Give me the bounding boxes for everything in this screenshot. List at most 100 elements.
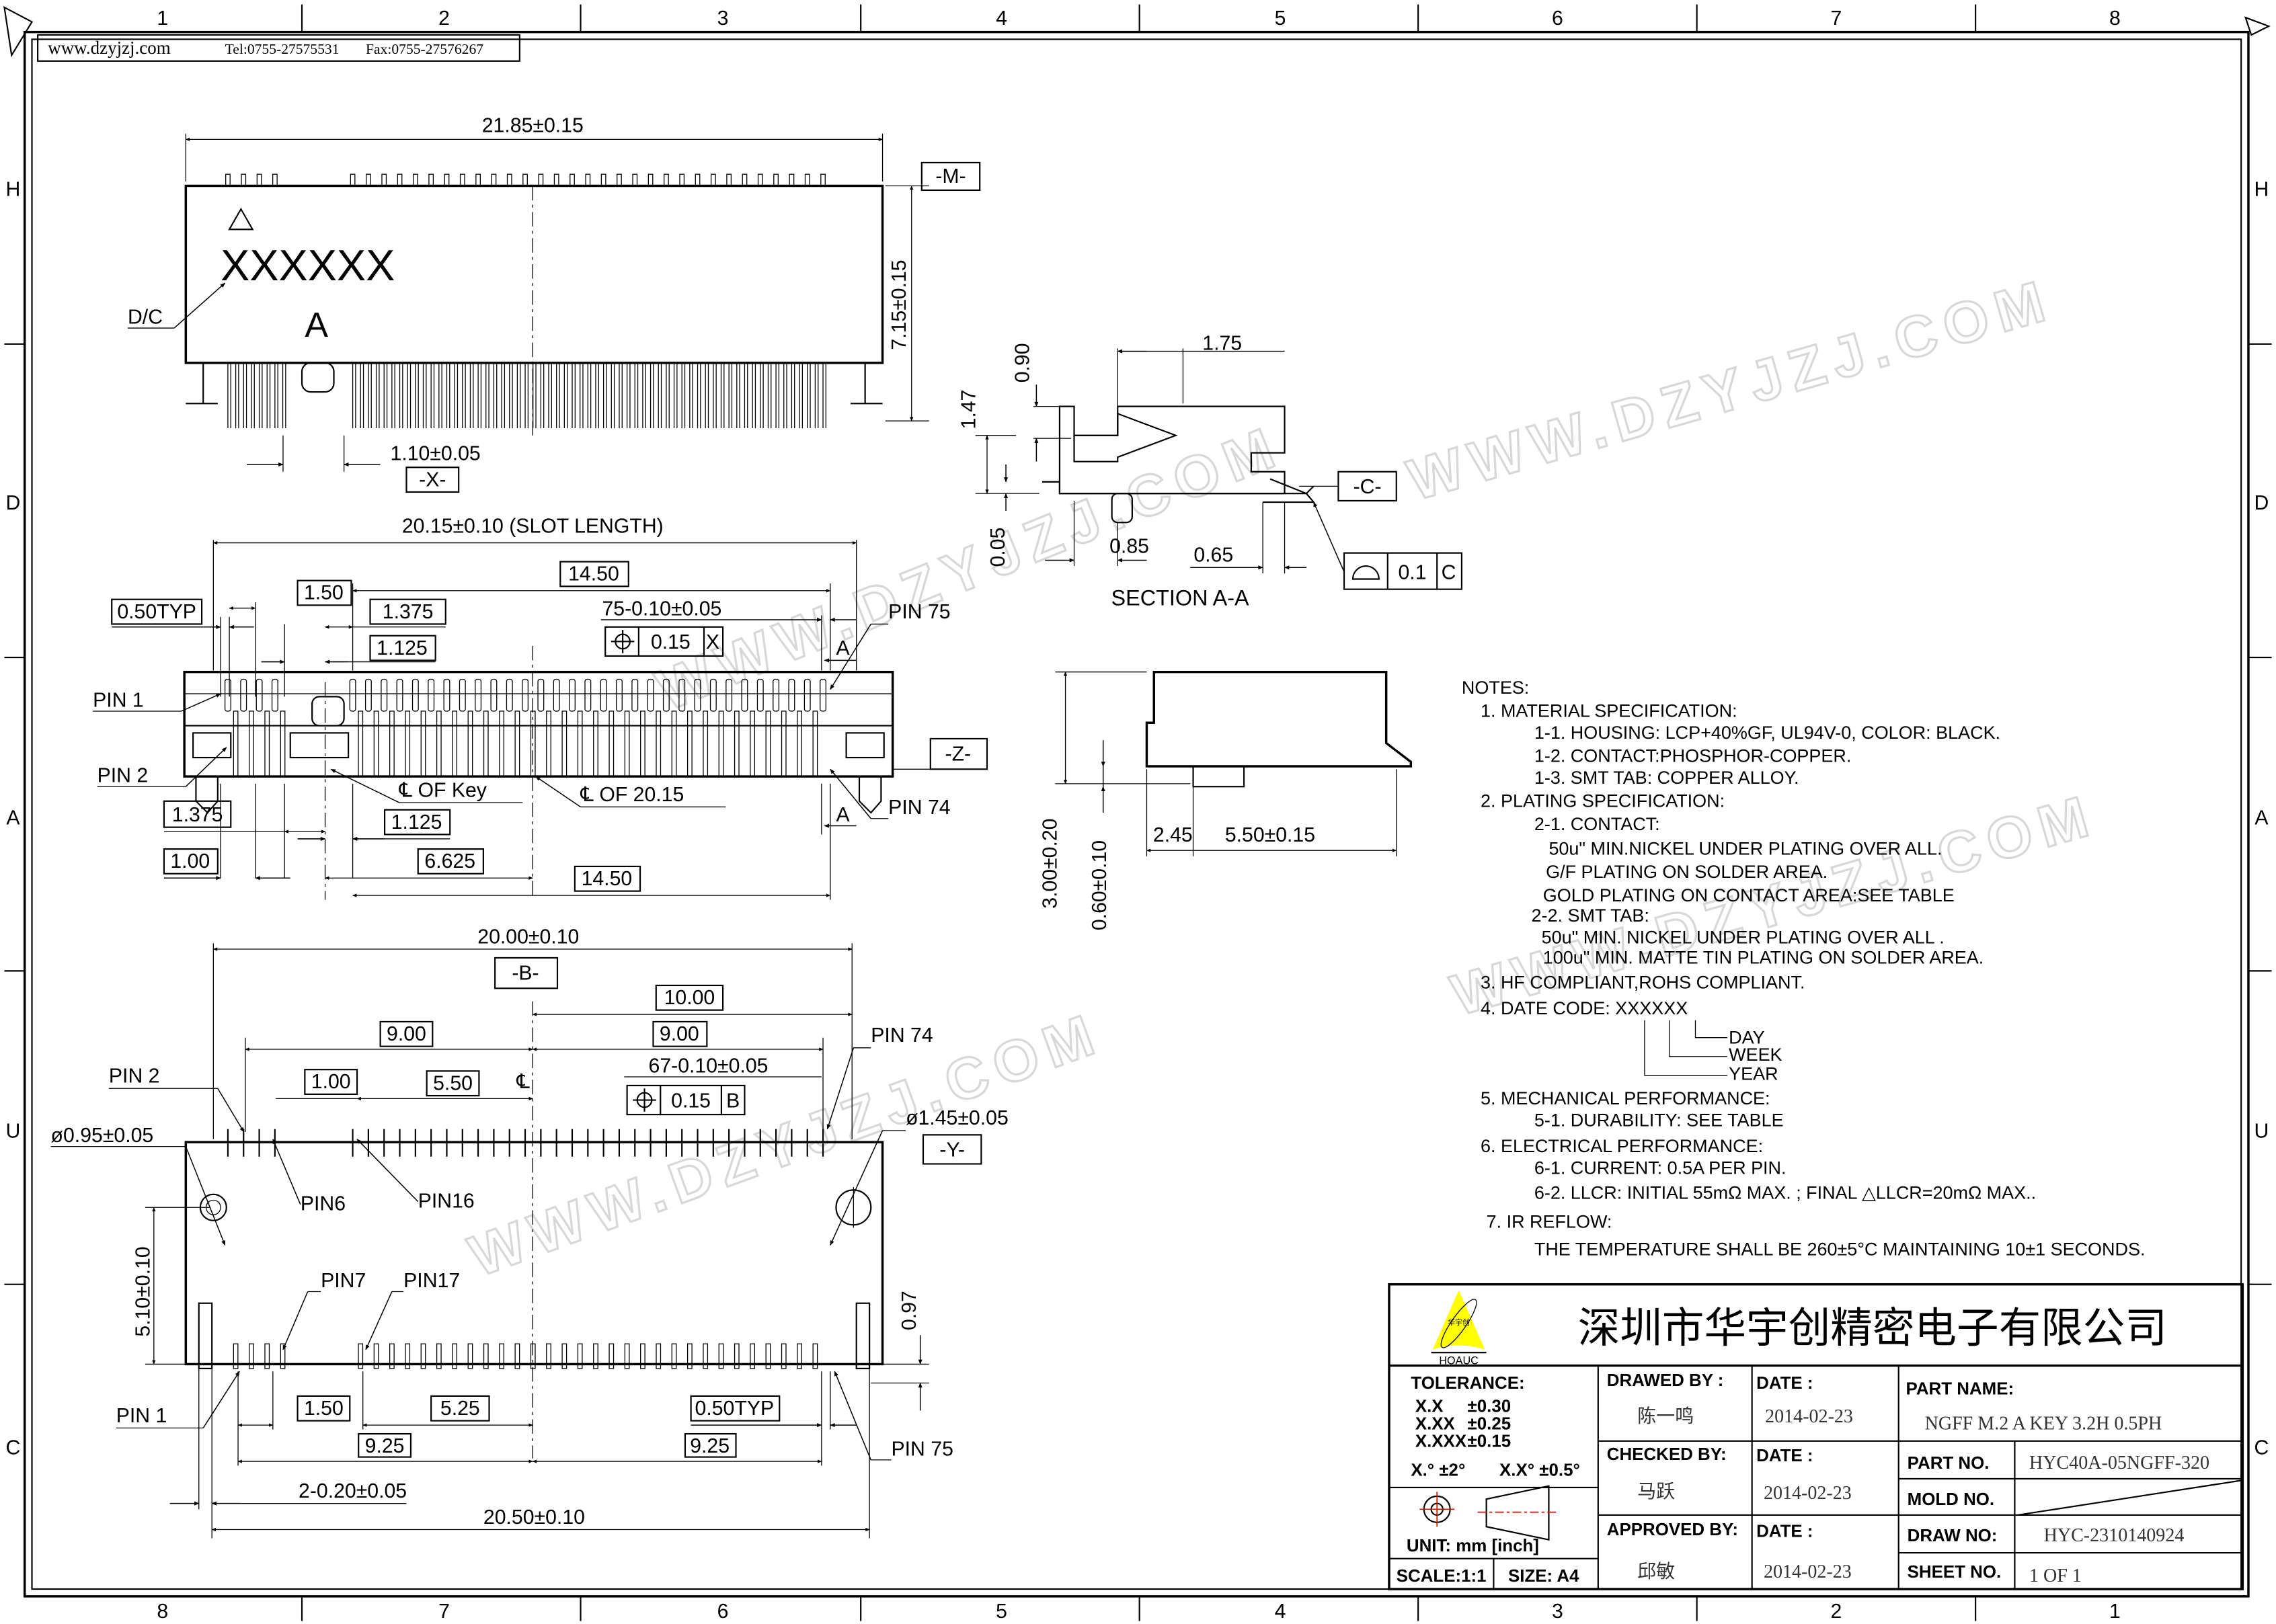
pin1-label: PIN 1: [93, 689, 144, 711]
side-view: 3.00±0.20 0.60±0.10 2.45 5.50±0.15: [1039, 670, 1413, 930]
dim-10-00: 10.00: [664, 987, 715, 1009]
pin-line: [546, 710, 551, 777]
pin74-label: PIN 74: [888, 797, 950, 819]
pin-line: [812, 710, 818, 777]
pin-line: [678, 678, 686, 712]
pin-width-dimension: 67-0.10±0.05: [649, 1055, 769, 1078]
pin-line: [765, 1343, 771, 1369]
tolerance-value: ±0.25: [1468, 1415, 1512, 1434]
pin-line: [397, 173, 403, 187]
datum-b-label: -B-: [512, 962, 539, 984]
pin-line: [420, 1343, 426, 1369]
sheet-no-value: 1 OF 1: [2029, 1566, 2082, 1586]
dim-0-50typ: 0.50TYP: [695, 1397, 775, 1420]
profile-of-surface-icon: [1351, 565, 1380, 580]
header-banner: www.dzyjzj.com Tel:0755-27575531 Fax:075…: [37, 34, 520, 62]
pin-line: [686, 1343, 693, 1369]
width-dimension: 20.00±0.10: [477, 926, 579, 948]
pin2-label: PIN 2: [109, 1065, 160, 1088]
sheet-no-label: SHEET NO.: [1908, 1563, 2002, 1582]
row-label: H: [6, 179, 21, 201]
pin-line: [593, 710, 598, 777]
tolerance-value: ±0.15: [1468, 1432, 1512, 1451]
pin-line: [742, 173, 748, 187]
pin-line: [264, 710, 270, 777]
pin-line: [233, 710, 239, 777]
row-label: A: [6, 807, 20, 829]
pin6-label: PIN6: [301, 1193, 346, 1215]
note-line: G/F PLATING ON SOLDER AREA.: [1546, 862, 1828, 882]
dim-0-05: 0.05: [987, 528, 1009, 567]
pin-line: [656, 1343, 662, 1369]
col-label: 5: [1275, 7, 1286, 30]
note-line: 2-2. SMT TAB:: [1532, 905, 1649, 926]
unit-label: UNIT: mm [inch]: [1407, 1537, 1539, 1555]
pin-line: [679, 173, 685, 187]
pin-line: [389, 1343, 395, 1369]
pin-line: [233, 1343, 239, 1369]
note-line: 5. MECHANICAL PERFORMANCE:: [1481, 1088, 1770, 1108]
pin-line: [615, 678, 623, 712]
angle-tolerance-1: X.° ±2°: [1411, 1461, 1465, 1480]
section-a-a: 1.75 0.90 1.47 0.05 0.85 0.65 -C- 0.1 C …: [958, 332, 1462, 610]
notes: NOTES: 1. MATERIAL SPECIFICATION: 1-1. H…: [1462, 678, 2146, 1259]
position-tolerance-icon: [611, 630, 635, 653]
drawed-by-value: 陈一鸣: [1637, 1406, 1694, 1427]
draw-no-label: DRAW NO:: [1908, 1527, 1998, 1545]
pin-line: [405, 710, 411, 777]
orientation-triangle-icon: [2244, 16, 2271, 36]
pin-line: [726, 173, 732, 187]
pin-line: [640, 1343, 645, 1369]
pin-line: [271, 678, 278, 712]
checked-date: 2014-02-23: [1764, 1483, 1852, 1504]
notes-title: NOTES:: [1462, 678, 1529, 698]
pin-line: [499, 1343, 504, 1369]
pin-line: [773, 678, 780, 712]
pin-line: [475, 678, 482, 712]
pin-line: [483, 710, 489, 777]
pin-line: [671, 710, 677, 777]
overall-width-dimension: 20.50±0.10: [483, 1506, 585, 1529]
pin-line: [781, 1343, 787, 1369]
pin-line: [694, 678, 701, 712]
col-label: 5: [996, 1600, 1007, 1623]
row-label: D: [2254, 492, 2269, 514]
pin-line: [756, 678, 764, 712]
pin-line: [609, 1343, 615, 1369]
col-label: 3: [1552, 1600, 1563, 1623]
col-label: 2: [1830, 1600, 1842, 1623]
pin-line: [812, 1343, 818, 1369]
draw-no-value: HYC-2310140924: [2044, 1525, 2185, 1546]
pin-line: [249, 710, 254, 777]
dim-5-10: 5.10±0.10: [132, 1246, 154, 1336]
col-label: 7: [1830, 7, 1842, 30]
date-code-bracket: [1644, 1020, 1727, 1076]
pin-line: [522, 173, 528, 187]
tolerance-format: X.XXX: [1415, 1432, 1467, 1451]
pin-line: [569, 678, 576, 712]
pin-line: [789, 173, 795, 187]
drawed-by-label: DRAWED BY :: [1607, 1371, 1724, 1390]
pin-line: [264, 1343, 270, 1369]
pin-line: [506, 678, 513, 712]
part-name-value: NGFF M.2 A KEY 3.2H 0.5PH: [1925, 1414, 2162, 1434]
top-view: 21.85±0.15 -M- 7.15±0.15 XXXXXX A D/C 1.…: [128, 115, 981, 493]
checked-by-label: CHECKED BY:: [1607, 1445, 1727, 1464]
pin-line: [546, 1343, 551, 1369]
dim-0-85: 0.85: [1109, 536, 1149, 558]
col-label: 1: [2109, 1600, 2121, 1623]
dim-14-50-top: 14.50: [568, 563, 619, 585]
zone-labels: 1 2 3 4 5 6 7 8 8 7 6 5 4 3 2 1 H D A U …: [6, 7, 2269, 1623]
pin-line: [561, 710, 567, 777]
dim-0-60: 0.60±0.10: [1089, 840, 1111, 930]
pin-line: [452, 710, 458, 777]
date-code-week: WEEK: [1729, 1045, 1782, 1065]
scale-label: SCALE:1:1: [1397, 1567, 1487, 1586]
pin-line: [467, 710, 473, 777]
dim-9-00-right: 9.00: [660, 1023, 699, 1045]
pin-line: [781, 710, 787, 777]
note-line: 2-1. CONTACT:: [1534, 814, 1660, 834]
pin-line: [803, 678, 811, 712]
pin-line: [718, 1343, 724, 1369]
checked-by-value: 马跃: [1637, 1481, 1675, 1502]
